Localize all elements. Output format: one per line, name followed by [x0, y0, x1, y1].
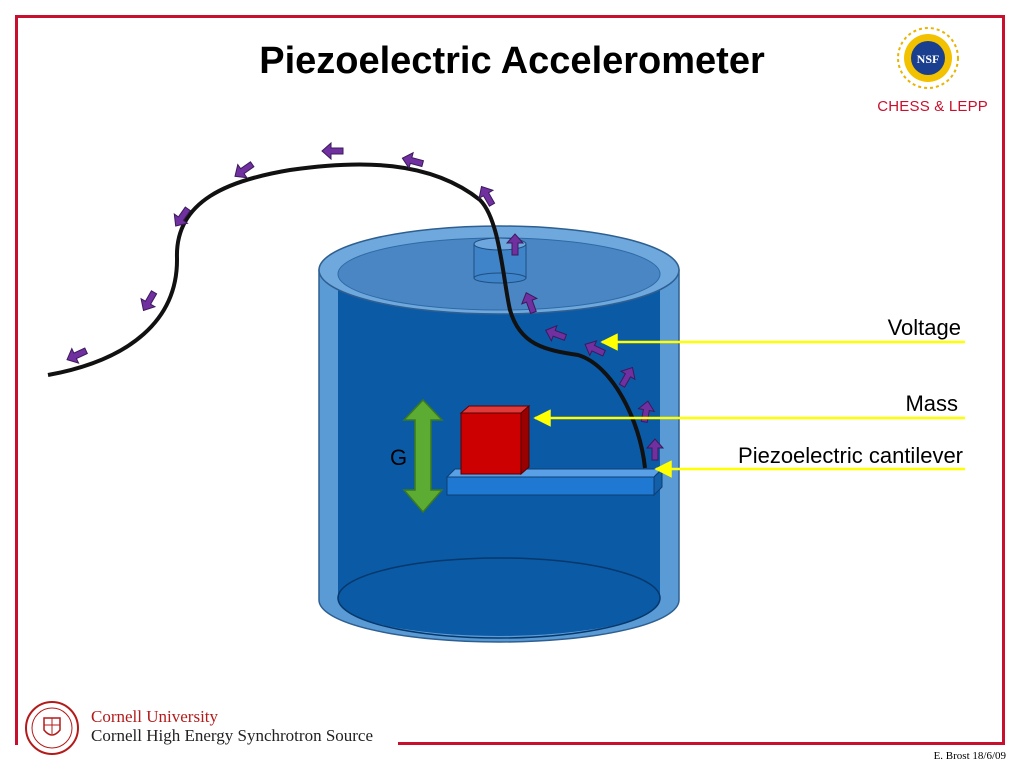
footer-credit: E. Brost 18/6/09 [933, 750, 1006, 762]
frame-bottom-left [15, 742, 18, 745]
charge-arrow [234, 161, 255, 179]
cornell-university-name: Cornell University [91, 707, 219, 726]
g-double-arrow [402, 398, 444, 514]
charge-arrow [173, 206, 191, 227]
charge-arrows [66, 141, 665, 461]
nsf-logo-text: NSF [917, 52, 940, 66]
nsf-logo: NSF [897, 27, 959, 89]
cornell-seal-logo [25, 701, 79, 755]
charge-arrow [645, 438, 665, 461]
slide-frame [15, 15, 1005, 743]
nsf-sunburst-icon [897, 27, 959, 89]
cantilever-label: Piezoelectric cantilever [738, 443, 963, 468]
voltage-label: Voltage [887, 315, 961, 340]
charge-arrow [544, 324, 568, 343]
slide-title: Piezoelectric Accelerometer [259, 40, 765, 82]
charge-arrow [478, 185, 496, 207]
charge-arrow [520, 291, 539, 315]
signal-wire [47, 162, 647, 469]
org-label: CHESS & LEPP [877, 98, 988, 115]
charge-arrow [401, 151, 425, 170]
frame-bottom-rule [398, 742, 1005, 745]
charge-arrow [140, 290, 158, 312]
piezoelectric-cantilever [445, 467, 664, 497]
charge-arrow [618, 366, 636, 388]
charge-arrow [321, 141, 344, 161]
g-label: G [390, 445, 408, 470]
charge-arrow [505, 233, 525, 256]
mass-block [459, 404, 531, 476]
chess-facility-name: Cornell High Energy Synchrotron Source [91, 726, 374, 745]
charge-arrow [66, 347, 88, 364]
mass-label: Mass [905, 391, 958, 416]
cylinder-bottom-inner [337, 557, 661, 639]
